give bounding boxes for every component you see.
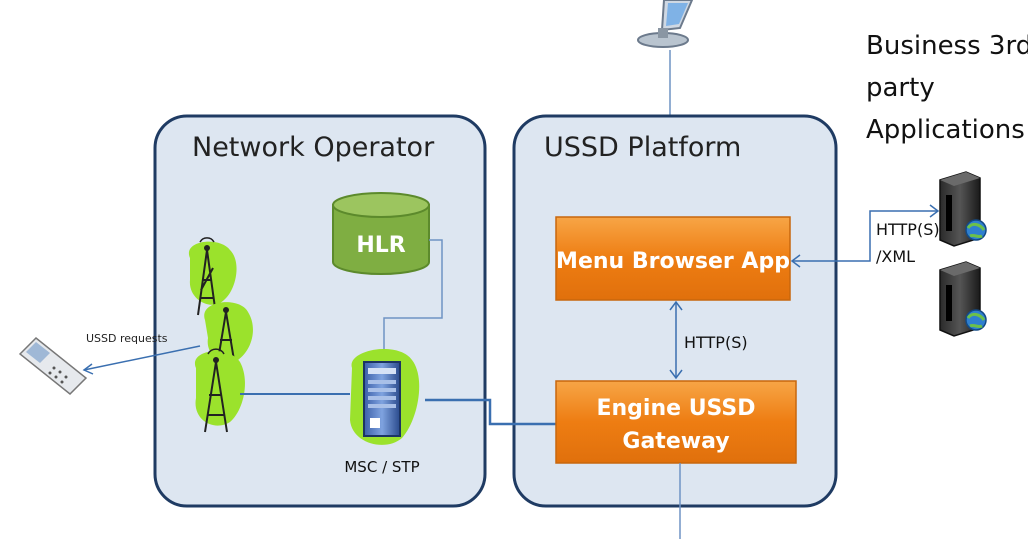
ussd-requests-label: USSD requests <box>86 332 168 345</box>
internal-http-label: HTTP(S) <box>684 333 748 352</box>
external-http-label-2: /XML <box>876 247 915 266</box>
engine-ussd-gateway-box: Engine USSD Gateway <box>555 380 797 464</box>
hlr-database: HLR <box>332 192 430 275</box>
menu-browser-app-box: Menu Browser App <box>555 216 791 301</box>
msc-stp-label: MSC / STP <box>344 458 419 476</box>
mobile-phone-icon <box>18 336 88 396</box>
msc-stp-server: MSC / STP <box>344 348 420 476</box>
web-server-icon <box>939 261 987 337</box>
phone-tower-link <box>83 345 201 371</box>
external-http-link <box>790 204 940 268</box>
internal-http-link <box>669 300 683 380</box>
cell-tower-icon <box>188 237 253 433</box>
business-line-3: Applications <box>866 115 1025 145</box>
menu-browser-label: Menu Browser App <box>556 249 790 274</box>
web-server-icon <box>939 171 987 247</box>
business-line-1: Business 3rd <box>866 31 1028 61</box>
network-operator-title: Network Operator <box>192 132 435 163</box>
external-http-label-1: HTTP(S) <box>876 220 940 239</box>
network-operator-panel <box>153 114 487 508</box>
ussd-platform-title: USSD Platform <box>544 132 741 163</box>
computer-icon <box>637 0 694 48</box>
hlr-label: HLR <box>356 233 405 258</box>
msc-engine-link <box>425 398 556 426</box>
business-line-2: party <box>866 73 935 103</box>
engine-label-line2: Gateway <box>622 429 729 454</box>
hlr-msc-link <box>383 239 443 360</box>
engine-label-line1: Engine USSD <box>596 396 755 421</box>
